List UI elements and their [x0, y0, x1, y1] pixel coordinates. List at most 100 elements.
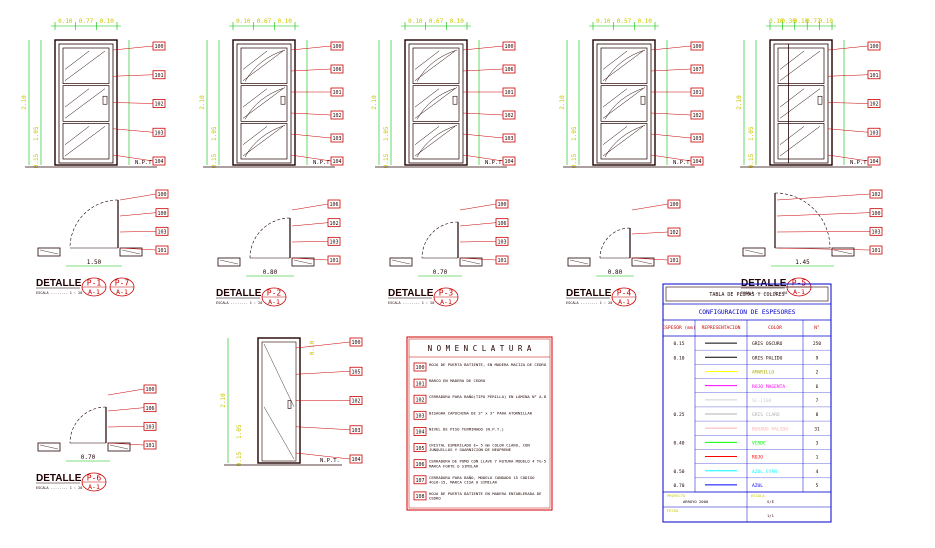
tag-callout: 104: [690, 156, 704, 166]
wall-section: [459, 257, 483, 267]
dimension-left: 2.101.050.15: [371, 40, 392, 168]
leader-line: [107, 388, 145, 396]
row-color: SL-1100: [752, 398, 772, 404]
tag-callout: 104: [502, 156, 516, 166]
tag-box: [867, 70, 881, 80]
leader-line: [112, 154, 154, 162]
tag-callout: 103: [869, 226, 883, 236]
dimension-left: 2.101.050.15: [199, 40, 220, 168]
leader-line: [290, 133, 332, 139]
leader-line: [119, 231, 157, 233]
tag-code: 100: [669, 202, 678, 208]
tag-callout: 103: [349, 425, 363, 435]
tag-box: [667, 227, 681, 237]
glass-panel: [412, 85, 460, 122]
tag-code: 101: [504, 90, 513, 96]
tag-box: [690, 156, 704, 166]
glass-hatch: [602, 126, 644, 157]
glass-panel: [777, 85, 825, 122]
ref-sheet: P-4: [617, 289, 632, 298]
tag-box: [155, 189, 169, 199]
tag-callout: 100: [690, 41, 704, 51]
tag-callout: 102: [867, 99, 881, 108]
leader-line: [827, 128, 869, 133]
dim-value: 0.77: [806, 18, 821, 25]
leader-line: [827, 74, 869, 77]
tag-callout: 100: [869, 208, 883, 218]
tag-box: [867, 41, 881, 51]
wall-section: [107, 442, 131, 452]
header-note: TABLA DE PLUMAS Y COLORES: [709, 292, 784, 298]
glass-hatch: [602, 50, 644, 81]
glass-hatch: [64, 50, 106, 81]
tag-callout: 101: [869, 245, 883, 255]
tag-box: [413, 475, 427, 485]
dimension-left: 2.101.050.15: [736, 40, 757, 168]
leader-line: [119, 193, 157, 201]
tag-callout: 102: [869, 189, 883, 199]
wall-section: [389, 257, 413, 267]
tag-code: 100: [692, 44, 701, 50]
dim-value: 0.15: [33, 153, 40, 168]
tag-code: 102: [871, 192, 880, 198]
dim-value: 0.10: [99, 18, 114, 25]
tag-box: [495, 218, 509, 228]
tag-code: 105: [415, 446, 424, 452]
leader-line: [827, 102, 869, 104]
tag-callout: 106: [413, 459, 427, 469]
tag-code: 100: [351, 340, 360, 346]
wall-section: [742, 247, 766, 257]
legend-line: 4G16-15, MARCA CISA O SIMILAR: [429, 479, 498, 484]
tag-box: [413, 378, 427, 388]
tag-code: 100: [415, 365, 424, 371]
detail-title: DETALLE: [36, 473, 82, 484]
tag-callout: 100: [495, 199, 509, 209]
tag-code: 100: [497, 202, 506, 208]
door-swing-arc: [774, 192, 831, 249]
tag-code: 104: [332, 159, 341, 165]
column-header: COLOR: [768, 325, 782, 331]
ref-sheet: P-2: [267, 289, 282, 298]
door-leaf: [408, 43, 464, 164]
tag-box: [330, 41, 344, 51]
glass-hatch: [64, 126, 106, 157]
tag-code: 102: [869, 102, 878, 108]
tag-box: [667, 199, 681, 209]
tag-code: 106: [415, 462, 424, 468]
leader-line: [290, 45, 332, 51]
tag-code: 103: [415, 414, 424, 420]
legend-title: N O M E N C L A T U R A: [428, 344, 532, 353]
column-header: REPRESENTACION: [702, 325, 741, 331]
tag-box: [869, 245, 883, 255]
legend-line: JUNQUILLOS Y GUARNICIÓN DE NEOPRENE: [429, 447, 512, 452]
glass-hatch: [414, 50, 440, 70]
leader-line: [112, 74, 154, 77]
tag-code: 102: [504, 113, 513, 119]
tag-box: [502, 133, 516, 143]
dim-value: 1.05: [211, 126, 218, 141]
tag-code: 104: [869, 159, 878, 165]
dim-value: 1.05: [236, 424, 243, 439]
glass-hatch: [414, 126, 440, 145]
tag-code: 101: [497, 258, 506, 264]
door-swing-arc: [599, 227, 631, 259]
dim-value: 0.10: [58, 18, 73, 25]
wall-section: [119, 247, 143, 257]
glass-hatch: [242, 88, 284, 119]
glass-hatch: [779, 50, 805, 70]
detail-reference: P-6A-1: [81, 472, 107, 492]
tag-box: [143, 384, 157, 394]
tag-box: [413, 410, 427, 420]
tag-callout: 101: [152, 70, 166, 80]
dim-value: 2.10: [220, 393, 227, 408]
tag-callout: 104: [330, 156, 344, 166]
tag-code: 100: [332, 44, 341, 50]
leader-line: [462, 45, 504, 51]
footer-label: PROYECTO: [667, 493, 686, 498]
